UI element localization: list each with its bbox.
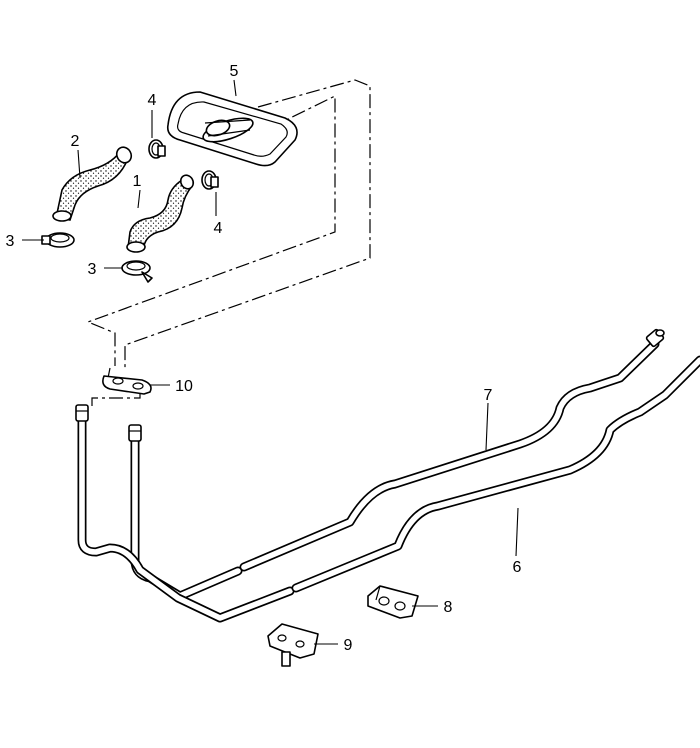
callout-1: 1 <box>133 173 142 190</box>
part-1-hose <box>126 174 195 253</box>
part-10-gasket <box>102 375 152 395</box>
part-4-clamp-lower <box>201 170 219 190</box>
callout-7: 7 <box>484 387 493 404</box>
callout-8: 8 <box>444 599 453 616</box>
callout-6: 6 <box>513 559 522 576</box>
callout-5: 5 <box>230 63 239 80</box>
part-9-clip <box>267 623 319 667</box>
callout-2: 2 <box>71 133 80 150</box>
part-5-frame <box>166 91 298 167</box>
callout-9: 9 <box>344 637 353 654</box>
callout-4-lower: 4 <box>214 220 223 237</box>
callout-3-middle: 3 <box>88 261 97 278</box>
part-2-hose <box>52 146 133 222</box>
part-8-clip <box>367 585 419 619</box>
leader-lines <box>22 79 519 645</box>
pipe-6 <box>77 355 700 623</box>
callouts: 1 2 3 3 4 4 5 6 7 8 9 10 <box>6 63 522 654</box>
callout-10: 10 <box>175 378 193 395</box>
part-3-clamp-left <box>41 232 75 248</box>
pipe-end-fittings <box>75 328 665 442</box>
part-4-clamp-upper <box>148 139 166 159</box>
callout-4-upper: 4 <box>148 92 157 109</box>
part-3-clamp-middle <box>121 260 153 283</box>
callout-3-left: 3 <box>6 233 15 250</box>
